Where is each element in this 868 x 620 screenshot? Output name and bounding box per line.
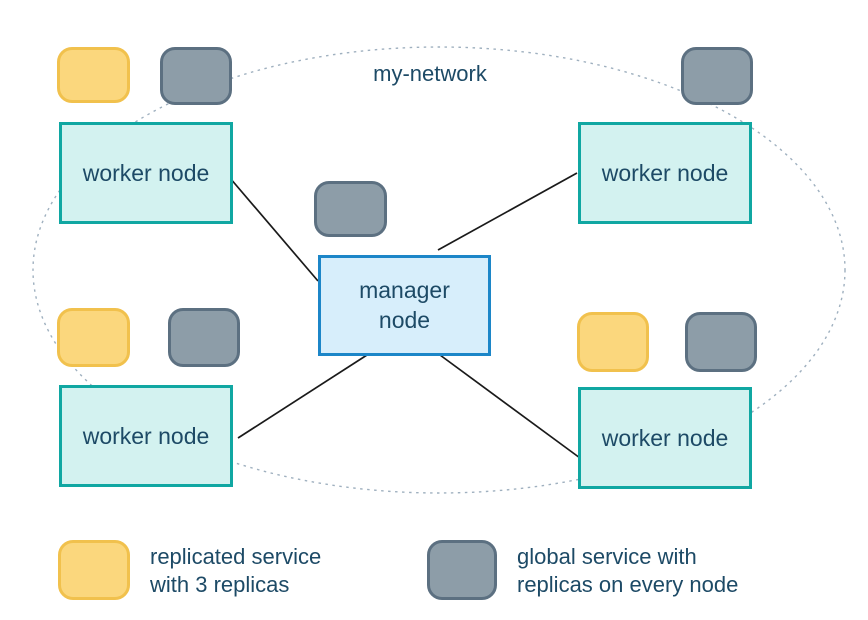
worker-node-bottom-right: worker node — [578, 387, 752, 489]
global-service-icon — [685, 312, 757, 372]
worker-node-label: worker node — [82, 422, 210, 449]
network-boundary-ellipse — [32, 46, 846, 494]
worker-node-label: worker node — [601, 424, 729, 451]
legend-item-global-service: global service with replicas on every no… — [427, 540, 738, 600]
worker-node-top-right: worker node — [578, 122, 752, 224]
replicated-service-icon — [577, 312, 649, 372]
legend-label: global service with replicas on every no… — [517, 544, 739, 597]
worker-node-bottom-left: worker node — [59, 385, 233, 487]
legend-label: replicated service with 3 replicas — [150, 544, 322, 597]
network-label: my-network — [373, 61, 487, 86]
worker-node-label: worker node — [601, 159, 729, 186]
link-manager-worker-top-right — [437, 172, 578, 251]
worker-node-top-left: worker node — [59, 122, 233, 224]
replicated-service-icon — [57, 308, 130, 367]
link-manager-worker-bottom-right — [439, 354, 581, 459]
global-service-icon — [168, 308, 240, 367]
replicated-service-icon — [58, 540, 130, 600]
legend-item-replicated-service: replicated service with 3 replicas — [58, 540, 321, 600]
manager-node: manager node — [318, 255, 491, 356]
global-service-icon — [160, 47, 232, 105]
global-service-icon — [681, 47, 753, 105]
global-service-icon — [427, 540, 497, 600]
global-service-icon — [314, 181, 387, 237]
link-manager-worker-top-left — [229, 177, 319, 282]
replicated-service-icon — [57, 47, 130, 103]
link-manager-worker-bottom-left — [237, 354, 368, 439]
manager-node-label: manager node — [359, 276, 450, 333]
worker-node-label: worker node — [82, 159, 210, 186]
